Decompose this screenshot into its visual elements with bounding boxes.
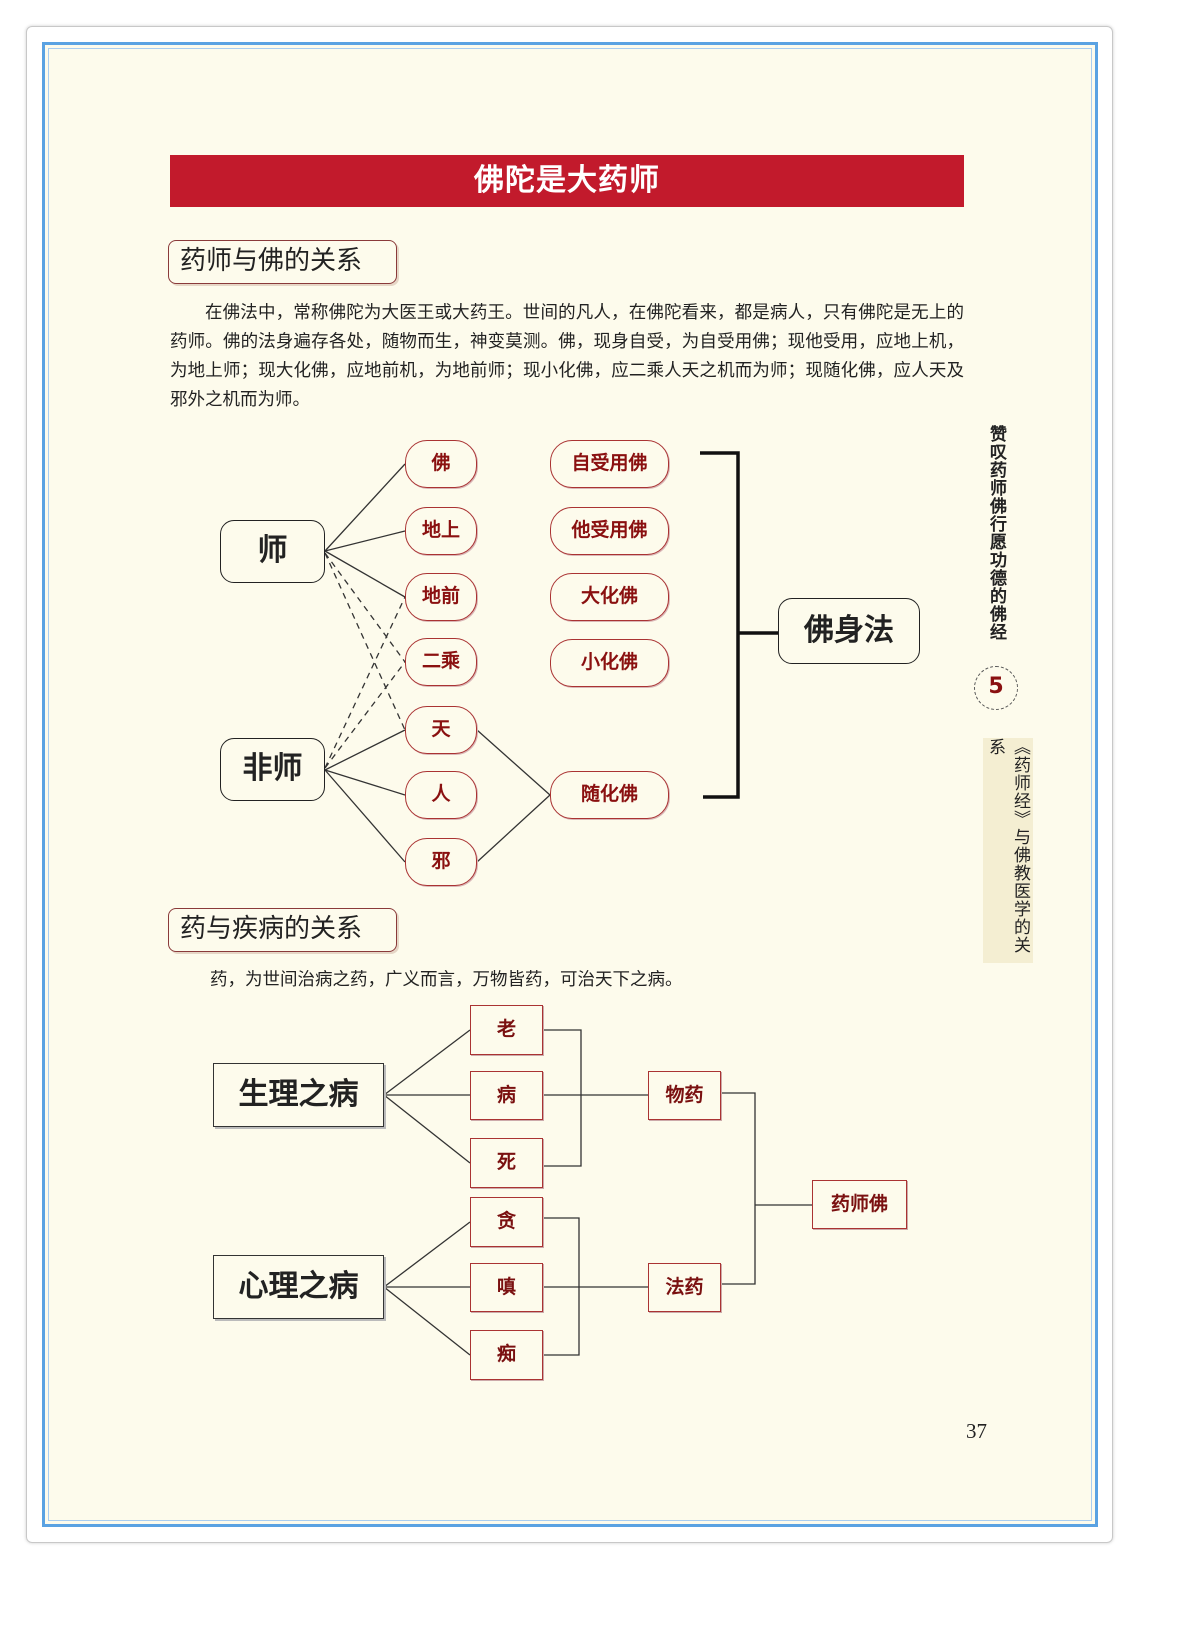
page-number: 37 xyxy=(966,1419,987,1443)
node-death: 死 xyxy=(470,1138,543,1188)
node-old-age: 老 xyxy=(470,1005,543,1055)
node-ignorance: 痴 xyxy=(470,1330,543,1380)
node-non-teacher: 非师 xyxy=(220,738,325,801)
side-section-title: 《药师经》与佛教医学的关系 xyxy=(983,738,1033,963)
node-material-medicine: 物药 xyxy=(648,1071,721,1120)
section-heading-1: 药师与佛的关系 xyxy=(168,240,397,284)
chapter-number-badge: 5 xyxy=(974,666,1018,710)
section-heading-2: 药与疾病的关系 xyxy=(168,908,397,952)
node-dishang: 地上 xyxy=(405,507,477,555)
node-sickness: 病 xyxy=(470,1071,543,1120)
section2-paragraph: 药，为世间治病之药，广义而言，万物皆药，可治天下之病。 xyxy=(210,970,683,990)
page-title-banner: 佛陀是大药师 xyxy=(170,155,964,207)
node-zishouyong: 自受用佛 xyxy=(550,440,669,488)
node-teacher: 师 xyxy=(220,520,325,583)
side-chapter-title: 赞叹药师佛行愿功德的佛经 xyxy=(986,425,1006,641)
node-anger: 嗔 xyxy=(470,1263,543,1312)
node-buddha: 佛 xyxy=(405,440,477,488)
node-xie: 邪 xyxy=(405,838,477,886)
node-tashouyong: 他受用佛 xyxy=(550,507,669,555)
node-suihua: 随化佛 xyxy=(550,771,669,819)
node-foshenfa: 佛身法 xyxy=(778,598,920,664)
node-tian: 天 xyxy=(405,706,477,754)
node-greed: 贪 xyxy=(470,1197,543,1247)
section1-paragraph: 在佛法中，常称佛陀为大医王或大药王。世间的凡人，在佛陀看来，都是病人，只有佛陀是… xyxy=(170,303,964,410)
node-physical-illness: 生理之病 xyxy=(213,1063,384,1127)
node-mental-illness: 心理之病 xyxy=(213,1255,384,1319)
node-diqian: 地前 xyxy=(405,573,477,621)
node-medicine-buddha: 药师佛 xyxy=(812,1180,907,1229)
node-xiaohua: 小化佛 xyxy=(550,639,669,687)
node-dahua: 大化佛 xyxy=(550,573,669,621)
node-ren: 人 xyxy=(405,771,477,819)
page-frame xyxy=(26,26,1113,1543)
node-dharma-medicine: 法药 xyxy=(648,1263,721,1312)
node-ercheng: 二乘 xyxy=(405,638,477,686)
